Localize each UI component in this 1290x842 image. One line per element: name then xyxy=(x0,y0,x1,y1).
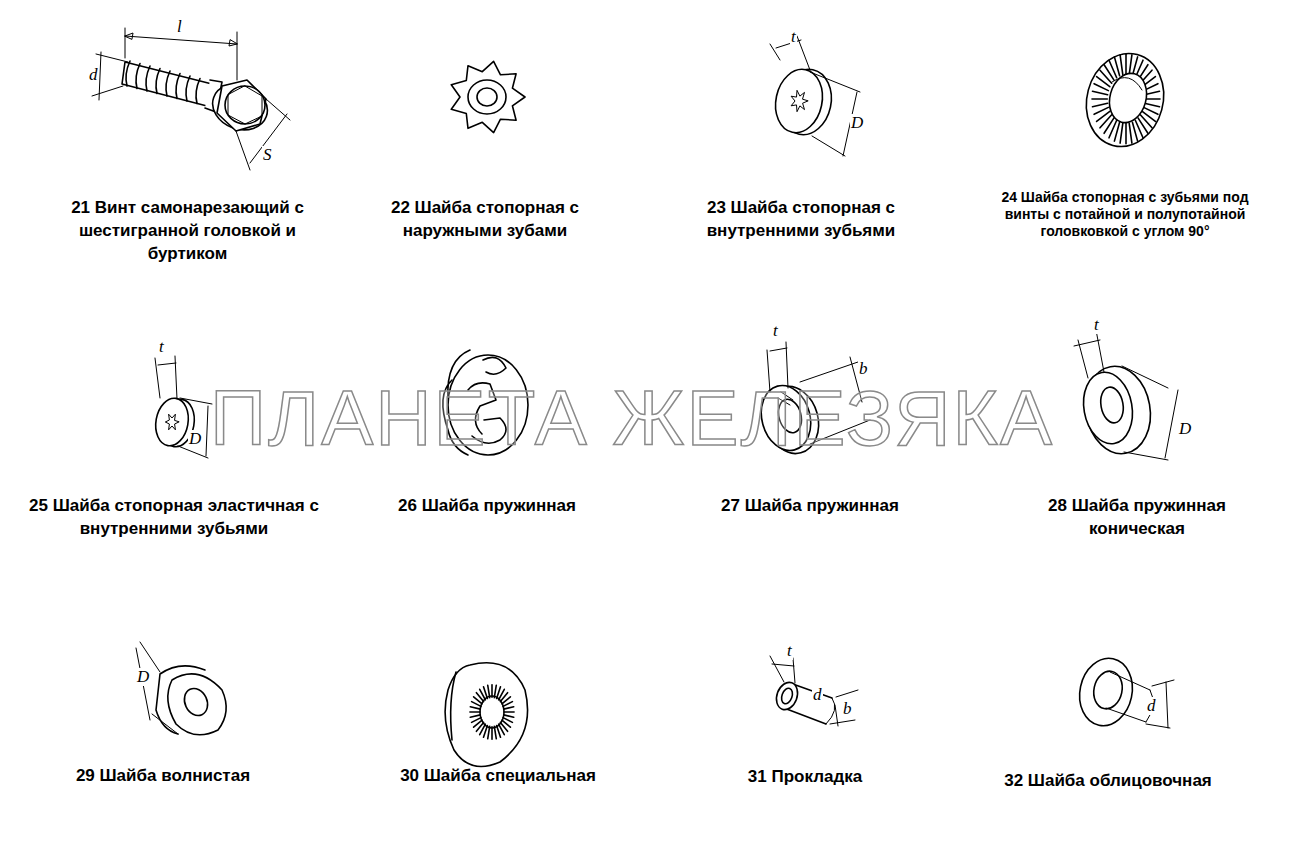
part-caption: 26 Шайба пружинная xyxy=(372,494,602,517)
self-tapping-screw xyxy=(92,28,290,170)
dimension-letter: D xyxy=(1178,420,1192,438)
serration xyxy=(1092,98,1107,100)
serration xyxy=(503,702,512,707)
dimension-letter: b xyxy=(842,700,853,718)
part-caption: 27 Шайба пружинная xyxy=(694,494,926,517)
part-caption: 29 Шайба волнистая xyxy=(56,764,270,787)
serration xyxy=(1100,70,1112,83)
dimension-letter: d xyxy=(1146,697,1157,715)
watermark: ПЛАНЕТА ЖЕЛЕЗЯКА xyxy=(210,378,1054,458)
serration xyxy=(1129,55,1132,75)
dimension-letter: D xyxy=(850,114,864,132)
dimension-letter: t xyxy=(790,28,797,46)
serration xyxy=(472,718,481,723)
dimension-letter: b xyxy=(858,360,869,378)
serration xyxy=(470,715,480,717)
screw-thread xyxy=(156,69,160,94)
serration xyxy=(470,707,480,709)
serration xyxy=(1140,115,1152,128)
dimension-letter: t xyxy=(158,338,165,356)
part-caption: 25 Шайба стопорная эластичная с внутренн… xyxy=(4,494,344,540)
serration xyxy=(1094,107,1108,114)
dimension-letter: l xyxy=(176,18,183,36)
dimension-letter: t xyxy=(772,322,779,340)
countersunk-lock-washer xyxy=(1076,45,1174,155)
dimension-letter: t xyxy=(1093,316,1100,334)
dimension-letter: d xyxy=(812,686,823,704)
serration xyxy=(1125,124,1127,144)
serration xyxy=(1114,57,1119,76)
serration xyxy=(504,707,514,709)
elastic-tooth-washer xyxy=(152,356,212,458)
gasket-sleeve xyxy=(770,656,858,726)
part-caption: 22 Шайба стопорная с наружными зубами xyxy=(372,196,598,242)
part-caption: 32 Шайба облицовочная xyxy=(980,769,1236,792)
screw-thread xyxy=(126,61,130,86)
dimension-letter: D xyxy=(136,668,150,686)
serration xyxy=(504,715,514,717)
serration xyxy=(504,711,514,713)
serration xyxy=(1093,91,1108,95)
screw-thread xyxy=(186,76,190,101)
serration xyxy=(1132,122,1137,141)
part-caption: 31 Прокладка xyxy=(732,765,878,788)
wave-washer xyxy=(136,642,226,735)
part-caption: 28 Шайба пружинная коническая xyxy=(1022,494,1252,540)
serration xyxy=(1120,123,1123,143)
part-caption: 21 Винт самонарезающий с шестигранной го… xyxy=(40,196,335,265)
serration xyxy=(1093,103,1108,107)
part-caption: 30 Шайба специальная xyxy=(374,764,622,787)
dimension-letter: d xyxy=(88,66,99,84)
screw-thread xyxy=(136,64,140,89)
dimension-letter: S xyxy=(262,146,273,164)
dimension-letter: t xyxy=(786,642,793,660)
screw-thread xyxy=(166,71,170,96)
serration xyxy=(1125,54,1127,74)
serration xyxy=(1144,103,1159,107)
serration xyxy=(1129,123,1132,143)
dimension-letter: D xyxy=(188,430,202,448)
conical-spring-washer xyxy=(1074,330,1178,460)
screw-thread xyxy=(146,66,150,91)
serration xyxy=(1120,55,1123,75)
screw-thread xyxy=(176,74,180,99)
special-washer xyxy=(445,663,527,767)
external-tooth-washer xyxy=(451,61,525,132)
part-caption: 24 Шайба стопорная с зубьями под винты с… xyxy=(990,189,1260,240)
part-caption: 23 Шайба стопорная с внутренними зубьями xyxy=(684,196,918,242)
serration xyxy=(1104,118,1114,133)
trim-washer xyxy=(1073,653,1174,730)
internal-tooth-washer xyxy=(770,36,860,156)
screw-thread xyxy=(196,79,200,104)
serration xyxy=(470,711,480,713)
